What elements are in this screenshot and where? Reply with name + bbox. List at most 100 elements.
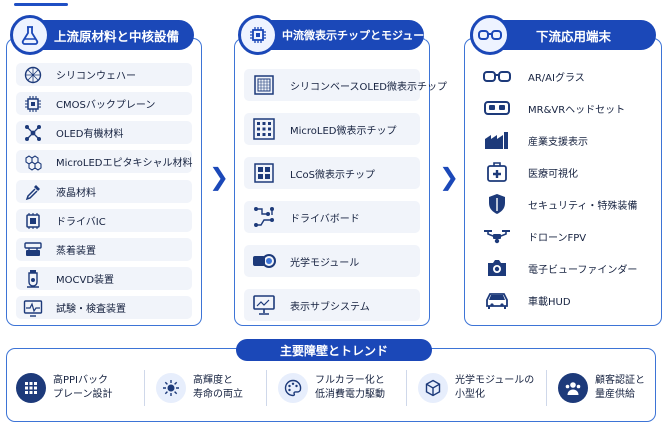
midstream-title: 中流微表示チップとモジュール	[282, 29, 436, 42]
item-label: ドライバIC	[56, 217, 106, 228]
lcos-chip-icon	[250, 159, 278, 187]
item-label: MicroLEDエピタキシャル材料	[56, 158, 193, 169]
list-item-security: セキュリティ・特殊装備	[474, 191, 654, 217]
challenge-line2: 量産供給	[595, 389, 635, 400]
divider	[546, 370, 547, 406]
chip-icon	[238, 15, 278, 55]
list-item-industrial-display: 産業支援表示	[474, 127, 654, 153]
divider	[406, 370, 407, 406]
challenge-item-brightness: 高輝度と寿命の両立	[156, 368, 243, 408]
lens-module-icon	[250, 247, 278, 275]
item-label: CMOSバックプレーン	[56, 100, 156, 111]
challenge-line1: 光学モジュールの	[455, 374, 535, 386]
challenge-line1: フルカラー化と	[315, 374, 385, 386]
item-label: 試験・検査装置	[56, 304, 126, 315]
led-grid-icon	[250, 115, 278, 143]
medical-kit-icon	[482, 160, 512, 184]
vr-headset-icon	[482, 96, 512, 120]
flask-icon	[10, 15, 50, 55]
divider	[144, 370, 145, 406]
cpu-chip-icon	[20, 93, 46, 115]
molecule-icon	[20, 122, 46, 144]
camera-icon	[482, 256, 512, 280]
item-label: 蒸着装置	[56, 246, 96, 257]
item-label: AR/AIグラス	[528, 72, 585, 84]
item-label: シリコンベースOLED微表示チップ	[290, 81, 447, 93]
item-label: MicroLED微表示チップ	[290, 125, 397, 137]
item-label: ドローンFPV	[528, 232, 587, 244]
circuit-board-icon	[250, 203, 278, 231]
factory-icon	[482, 128, 512, 152]
challenge-item-customer-certification: 顧客認証と量産供給	[558, 368, 645, 408]
list-item-drone: ドローンFPV	[474, 223, 654, 249]
waveform-monitor-icon	[20, 297, 46, 319]
divider	[266, 370, 267, 406]
challenge-line2: 小型化	[455, 389, 485, 400]
dropper-icon	[20, 181, 46, 203]
pixel-grid-icon	[16, 373, 46, 403]
item-label: 光学モジュール	[290, 257, 360, 269]
list-item-lcd-material: 液晶材料	[16, 180, 192, 203]
upstream-title: 上流原材料と中核設備	[54, 28, 180, 44]
list-item-optical-module: 光学モジュール	[244, 245, 420, 277]
deposition-machine-icon	[20, 239, 46, 261]
challenge-line2: 寿命の両立	[193, 389, 243, 400]
downstream-column	[464, 38, 662, 326]
item-label: セキュリティ・特殊装備	[528, 200, 638, 212]
list-item-silicon-wafer: シリコンウェハー	[16, 63, 192, 86]
reactor-icon	[20, 268, 46, 290]
list-item-lcos-microdisplay: LCoS微表示チップ	[244, 157, 420, 189]
list-item-microled-microdisplay: MicroLED微表示チップ	[244, 113, 420, 145]
list-item-mocvd: MOCVD装置	[16, 267, 192, 290]
chevron-right-icon: ❯	[439, 163, 460, 191]
item-label: ドライバボード	[290, 213, 360, 225]
driver-ic-icon	[20, 210, 46, 232]
list-item-car-hud: 車載HUD	[474, 287, 654, 313]
challenge-line2: 低消費電力駆動	[315, 389, 385, 400]
challenge-line1: 高輝度と	[193, 374, 233, 386]
item-label: OLED有機材料	[56, 129, 124, 140]
drone-icon	[482, 224, 512, 248]
oled-chip-icon	[250, 71, 278, 99]
list-item-oled-material: OLED有機材料	[16, 121, 192, 144]
list-item-medical: 医療可視化	[474, 159, 654, 185]
challenge-item-optics-miniaturization: 光学モジュールの小型化	[418, 368, 534, 408]
cube-icon	[418, 373, 448, 403]
challenge-item-full-color: フルカラー化と低消費電力駆動	[278, 368, 385, 408]
challenge-line1: 顧客認証と	[595, 374, 645, 386]
list-item-evf: 電子ビューファインダー	[474, 255, 654, 281]
challenges-title: 主要障壁とトレンド	[236, 339, 432, 361]
wafer-icon	[20, 64, 46, 86]
list-item-cmos-backplane: CMOSバックプレーン	[16, 92, 192, 115]
item-label: 車載HUD	[528, 296, 571, 308]
list-item-oled-microdisplay: シリコンベースOLED微表示チップ	[244, 69, 447, 101]
car-icon	[482, 288, 512, 312]
palette-icon	[278, 373, 308, 403]
shield-icon	[482, 192, 512, 216]
item-label: 産業支援表示	[528, 136, 588, 148]
list-item-driver-board: ドライバボード	[244, 201, 420, 233]
item-label: LCoS微表示チップ	[290, 169, 376, 181]
item-label: MR&VRヘッドセット	[528, 104, 626, 116]
item-label: MOCVD装置	[56, 275, 115, 286]
ar-glasses-icon	[482, 64, 512, 88]
item-label: 液晶材料	[56, 188, 96, 199]
challenge-item-high-ppi: 高PPIバックプレーン設計	[16, 368, 113, 408]
challenge-line2: プレーン設計	[53, 389, 113, 400]
item-label: 医療可視化	[528, 168, 578, 180]
glasses-icon	[470, 15, 510, 55]
challenge-line1: 高PPIバック	[53, 374, 109, 386]
list-item-display-subsystem: 表示サブシステム	[244, 289, 420, 321]
item-label: 電子ビューファインダー	[528, 264, 638, 276]
list-item-deposition: 蒸着装置	[16, 238, 192, 261]
users-icon	[558, 373, 588, 403]
downstream-title: 下流応用端末	[536, 28, 612, 44]
item-label: シリコンウェハー	[56, 71, 136, 82]
list-item-test-equipment: 試験・検査装置	[16, 296, 192, 319]
monitor-icon	[250, 291, 278, 319]
list-item-ar-glasses: AR/AIグラス	[474, 63, 654, 89]
item-label: 表示サブシステム	[290, 301, 370, 313]
list-item-driver-ic: ドライバIC	[16, 209, 192, 232]
hexagon-lattice-icon	[20, 151, 46, 173]
chevron-right-icon: ❯	[209, 163, 230, 191]
